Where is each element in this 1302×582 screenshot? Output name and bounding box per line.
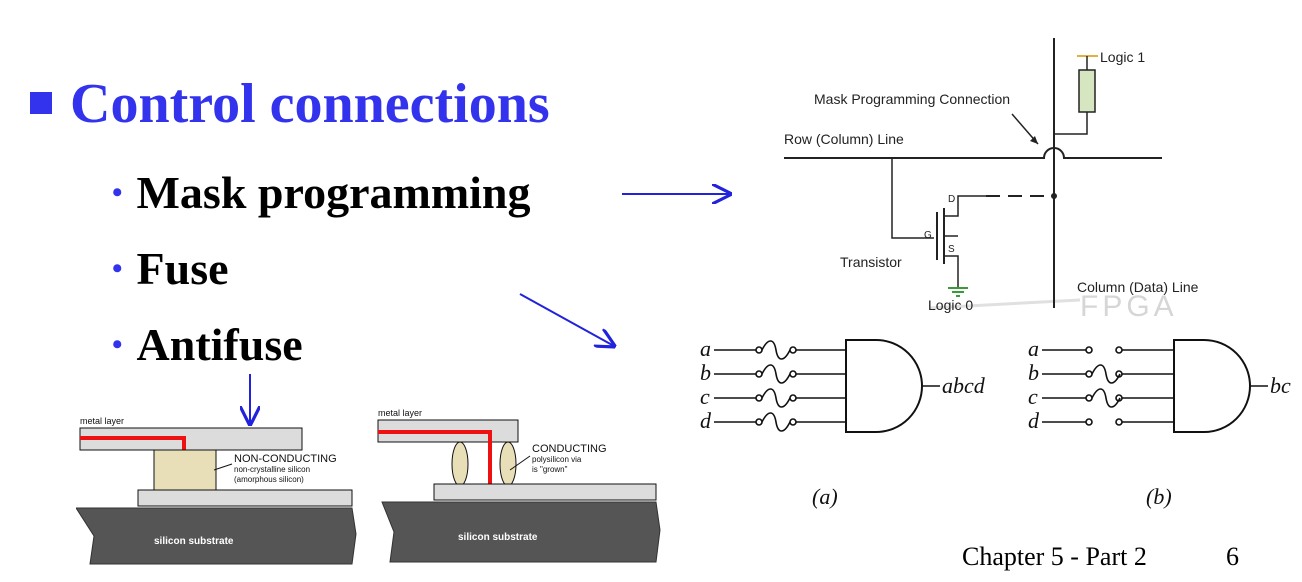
input-a-label: a [700,336,711,361]
row-line-label: Row (Column) Line [784,131,904,147]
conducting-label: CONDUCTING [532,443,607,455]
bullet-square-icon [30,92,52,115]
slide-title-text: Control connections [70,73,550,135]
output-b-label: bc [1270,373,1291,398]
logic0-label: Logic 0 [928,297,973,313]
column-line-label: Column (Data) Line [1077,279,1199,295]
logic1-label: Logic 1 [1100,49,1145,65]
slide-title: Control connections [30,76,550,132]
bullet-text: Antifuse [136,319,303,370]
input-a-label: a [1028,336,1039,361]
watermark-text: FPGA [1080,290,1178,318]
transistor-label: Transistor [840,254,902,270]
bullet-dot-icon: • [112,328,123,361]
input-b-label: b [1028,360,1039,385]
output-a-label: abcd [942,373,986,398]
footer-page-number: 6 [1226,542,1239,571]
pin-s-label: S [948,244,955,255]
substrate-label: silicon substrate [458,532,538,543]
caption-b: (b) [1146,484,1172,509]
c-desc-line1: polysilicon via [532,455,582,464]
pin-g-label: G [924,230,932,241]
input-b-label: b [700,360,711,385]
pin-d-label: D [948,194,955,205]
and-gate-a [845,339,923,433]
input-c-label: c [1028,384,1038,409]
substrate-label: silicon substrate [154,536,234,547]
and-gate-b [1173,339,1251,433]
bullet-text: Mask programming [136,167,531,218]
pullup-resistor [1078,69,1096,113]
antifuse-diagram: metal layer NON-CONDUCTING non-crystalli… [76,408,661,565]
bullet-text: Fuse [136,243,229,294]
arrow-to-fuse-diagram [519,293,614,346]
caption-a: (a) [812,484,838,509]
fuse-diagram-b: a b c d bc (b) [1028,336,1291,509]
mask-connection-label: Mask Programming Connection [814,91,1010,107]
footer-chapter: Chapter 5 - Part 2 [962,542,1147,571]
bullet-dot-icon: • [112,252,123,285]
bullet-dot-icon: • [112,176,123,209]
bullet-antifuse: • Antifuse [112,322,303,368]
nc-desc-line2: (amorphous silicon) [234,475,304,484]
c-desc-line2: is "grown" [532,465,568,474]
bullet-fuse: • Fuse [112,246,229,292]
input-d-label: d [1028,408,1040,433]
metal-layer-label: metal layer [80,416,124,426]
row-line [784,147,1162,159]
fuse-diagram: a b c d abcd (a) a b c d [700,336,1291,509]
input-d-label: d [700,408,712,433]
mask-programming-diagram: FPGA Logic 1 Mask Programming Connection… [784,38,1199,318]
fuse-diagram-a: a b c d abcd (a) [700,336,986,509]
metal-layer-label: metal layer [378,408,422,418]
non-conducting-label: NON-CONDUCTING [234,453,337,465]
antifuse-non-conducting: metal layer NON-CONDUCTING non-crystalli… [76,416,357,565]
bullet-mask-programming: • Mask programming [112,170,531,216]
input-c-label: c [700,384,710,409]
antifuse-conducting: metal layer CONDUCTING polysilicon via i… [377,408,661,563]
nc-desc-line1: non-crystalline silicon [234,465,310,474]
